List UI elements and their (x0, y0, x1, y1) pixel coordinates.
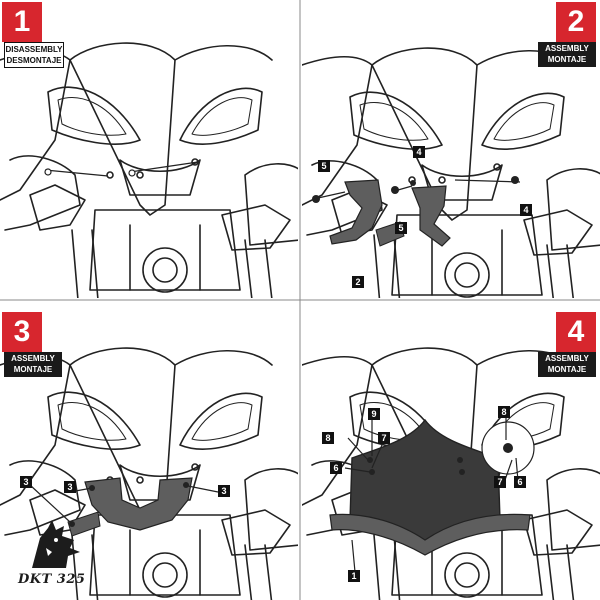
panel-3-step-label: ASSEMBLY MONTAJE (4, 352, 62, 377)
panel-1-step-es: DESMONTAJE (6, 56, 62, 65)
panel-4-callout-c: 7 (378, 432, 390, 444)
panel-4-number: 4 (556, 312, 596, 352)
watermark-text: DKT 325 (18, 572, 86, 587)
panel-1-number: 1 (2, 2, 42, 42)
panel-4-step-en: ASSEMBLY (545, 354, 589, 363)
panel-3-step-es: MONTAJE (13, 365, 53, 374)
panel-4-callout-a: 9 (368, 408, 380, 420)
bracket-part-2 (329, 179, 383, 245)
panel-2-callout-c: 5 (395, 222, 407, 234)
panel-2-callout-b: 4 (413, 146, 425, 158)
panel-3-callout-b: 3 (64, 481, 76, 493)
panel-4-callout-e: 8 (498, 406, 510, 418)
panel-4-callout-h: 1 (348, 570, 360, 582)
panel-4-callout-f: 7 (494, 476, 506, 488)
panel-4-callout-g: 6 (514, 476, 526, 488)
panel-4-step-label: ASSEMBLY MONTAJE (538, 352, 596, 377)
wolf-logo-icon (32, 520, 80, 568)
panel-3-step-en: ASSEMBLY (11, 354, 55, 363)
bracket-part-2-right (411, 185, 451, 247)
bracket-assembled (84, 477, 193, 531)
panel-4-callout-b: 8 (322, 432, 334, 444)
panel-2-callout-a: 5 (318, 160, 330, 172)
panel-4-callout-d: 6 (330, 462, 342, 474)
panel-4-step-es: MONTAJE (547, 365, 587, 374)
panel-2-step-es: MONTAJE (547, 55, 587, 64)
panel-3-number: 3 (2, 312, 42, 352)
panel-2-artwork (302, 47, 600, 298)
panel-1-step-label: DISASSEMBLY DESMONTAJE (4, 42, 64, 68)
panel-4-artwork (302, 347, 600, 600)
panel-2-step-en: ASSEMBLY (545, 44, 589, 53)
panel-2-callout-d: 4 (520, 204, 532, 216)
panel-3-callout-c: 3 (218, 485, 230, 497)
panel-2-number: 2 (556, 2, 596, 42)
panel-2-step-label: ASSEMBLY MONTAJE (538, 42, 596, 67)
panel-2-callout-e: 2 (352, 276, 364, 288)
panel-1-artwork (0, 42, 298, 298)
panel-1-step-en: DISASSEMBLY (5, 45, 63, 54)
panel-3-callout-a: 3 (20, 476, 32, 488)
